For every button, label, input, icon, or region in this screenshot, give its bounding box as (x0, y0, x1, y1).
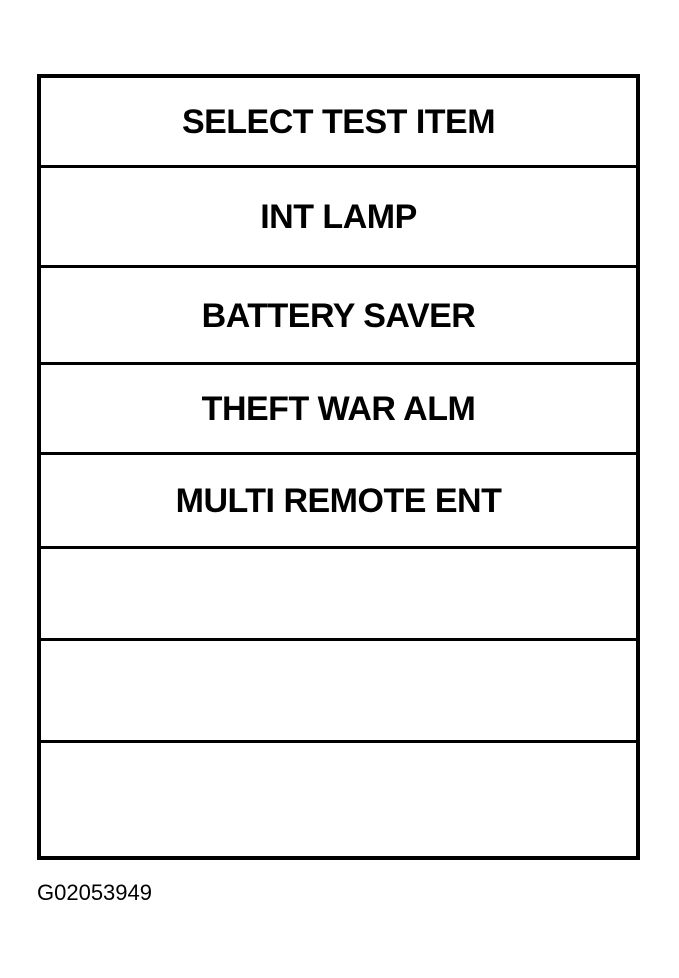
row-divider (41, 740, 636, 743)
figure-id: G02053949 (37, 880, 152, 905)
test-item-multi-remote-ent[interactable]: MULTI REMOTE ENT (175, 482, 502, 520)
test-item-empty (41, 549, 636, 639)
test-item-theft-war-alm[interactable]: THEFT WAR ALM (201, 390, 476, 428)
row-divider (41, 265, 636, 268)
test-item-int-lamp[interactable]: INT LAMP (260, 198, 417, 236)
row-divider (41, 165, 636, 168)
row-divider (41, 638, 636, 641)
row-divider (41, 452, 636, 455)
row-divider (41, 362, 636, 365)
test-item-empty (41, 641, 636, 741)
test-item-battery-saver[interactable]: BATTERY SAVER (201, 296, 476, 335)
screen-title: SELECT TEST ITEM (181, 103, 496, 141)
test-item-empty (41, 743, 636, 856)
consult-screen: SELECT TEST ITEM INT LAMP BATTERY SAVER … (37, 74, 640, 860)
row-divider (41, 546, 636, 549)
